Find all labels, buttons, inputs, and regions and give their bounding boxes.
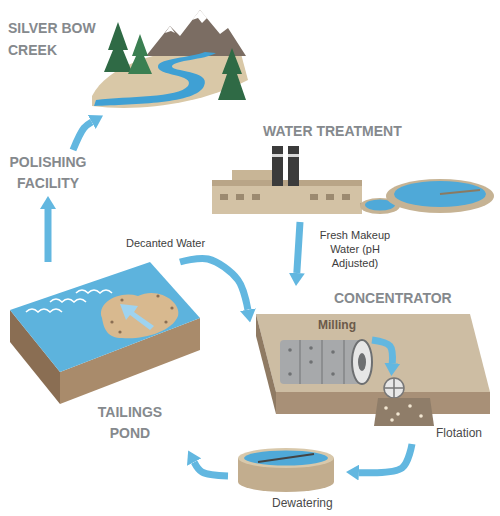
window [252,194,260,200]
flow-arrow [194,462,228,476]
snow-cap [165,26,175,33]
deposit-dot [170,306,173,309]
deposit-dot [118,330,121,333]
stack-band [288,154,299,157]
window [236,194,244,200]
pine-tree [128,34,152,74]
deposit-dot [164,320,167,323]
window [342,194,350,200]
mill-dot [288,348,292,352]
window [310,194,318,200]
place-heading: SILVER BOW CREEK [8,18,104,61]
deposit-arrow [120,304,154,330]
creek-illustration [92,10,248,108]
flow-arrow [297,222,300,273]
flow-arrow [359,444,412,473]
mill-end [352,340,372,384]
thickener-rim [238,448,334,468]
concentrator-illustration [256,314,490,426]
flotation-agitator [384,378,404,398]
smokestack [272,146,283,186]
froth-bubble [396,412,400,416]
froth-bubble [390,418,394,422]
flow-label: Fresh Makeup Water (pH Adjusted) [310,228,400,271]
mill-rib [343,340,345,384]
deposit-dot [120,298,123,301]
step-label: Flotation [436,426,482,440]
mill-dot [331,372,335,376]
froth-bubble [408,404,412,408]
mill-dot [309,360,313,364]
mill-dot [331,350,335,354]
wave [50,299,86,302]
step-label: Milling [318,318,356,332]
step-label: Dewatering [272,496,333,510]
mill-rib [299,340,301,384]
window [220,194,228,200]
building-wall [212,186,362,214]
creek-scene: SILVER BOW CREEK [6,8,250,114]
pine-tree [104,22,132,72]
flotation-cell: Flotation [372,376,494,444]
stage-heading: WATER TREATMENT [263,123,402,140]
stack-band [272,154,283,157]
thickener-rake [258,454,314,462]
froth-bubble [384,406,388,410]
mill-dot [288,372,292,376]
building-side [256,314,276,414]
mill-rib [321,340,323,384]
clarifier-arm [440,190,480,194]
deposit-dot [156,294,159,297]
building-top [256,314,490,392]
snow-cap [192,10,207,23]
agitator-spoke [393,378,395,398]
flotation-tray [374,398,434,426]
water-treatment-plant: WATER TREATMENT [208,118,498,222]
flow-arrow [45,209,52,262]
mill-dot [309,346,313,350]
mill-hub [358,353,366,371]
window [326,194,334,200]
smokestack [288,146,299,186]
flow-label: Decanted Water [124,236,207,252]
milling-drum: Milling [272,316,372,408]
mountain-range [146,10,246,56]
stage-heading: POLISHING FACILITY [3,152,93,194]
flow-arrow [180,258,248,309]
thickener-water [244,451,328,466]
concentrator: CONCENTRATOR MillingFlotation [252,286,496,446]
pine-tree [218,48,246,100]
tailings-illustration [10,262,200,404]
stage-heading: TAILINGS POND [88,402,172,444]
tailings-deposit [101,293,178,338]
clarifier-water [394,181,486,207]
polishing-facility: POLISHING FACILITY [3,150,97,196]
tailings-pond: TAILINGS POND [6,262,204,452]
wave [76,290,112,293]
pond-water [10,262,200,372]
froth-bubble [419,414,423,418]
flow-arrow [372,340,392,363]
dewatering-illustration [238,448,334,492]
flow-arrow [73,122,92,150]
deposit-dot [110,320,113,323]
wave [26,309,62,312]
dewatering-thickener: Dewatering [228,448,346,514]
water-treatment-illustration [212,146,494,214]
clarifier-rim [386,179,494,213]
stage-heading: CONCENTRATOR [334,290,452,307]
mill-drum [280,340,362,384]
